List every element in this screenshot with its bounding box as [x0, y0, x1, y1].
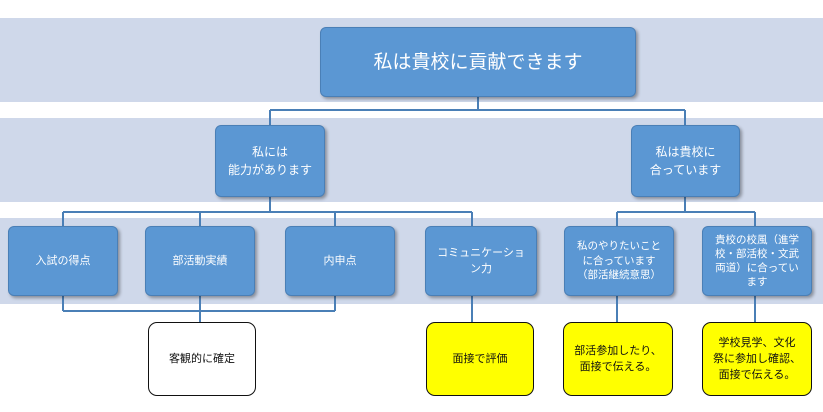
node-fit: 私は貴校に 合っています — [631, 125, 740, 197]
note-club-join: 部活参加したり、 面接で伝える。 — [563, 322, 673, 396]
node-aspiration: 私のやりたいこと に合っています （部活継続意思） — [564, 226, 674, 296]
node-exam-score: 入試の得点 — [8, 226, 118, 296]
node-club-record: 部活動実績 — [145, 226, 255, 296]
note-objective: 客観的に確定 — [148, 322, 256, 396]
band-level-3 — [0, 218, 823, 304]
note-school-visit: 学校見学、文化 祭に参加し確認、 面接で伝える。 — [702, 322, 812, 396]
node-communication: コミュニケーショ ン力 — [425, 226, 537, 296]
node-ability: 私には 能力があります — [215, 125, 325, 197]
node-report-card: 内申点 — [285, 226, 395, 296]
root-node: 私は貴校に貢献できます — [320, 27, 636, 97]
note-interview: 面接で評価 — [426, 322, 534, 396]
node-school-culture: 貴校の校風（進学 校・部活校・文武 両道）に合ってい ます — [702, 226, 812, 296]
